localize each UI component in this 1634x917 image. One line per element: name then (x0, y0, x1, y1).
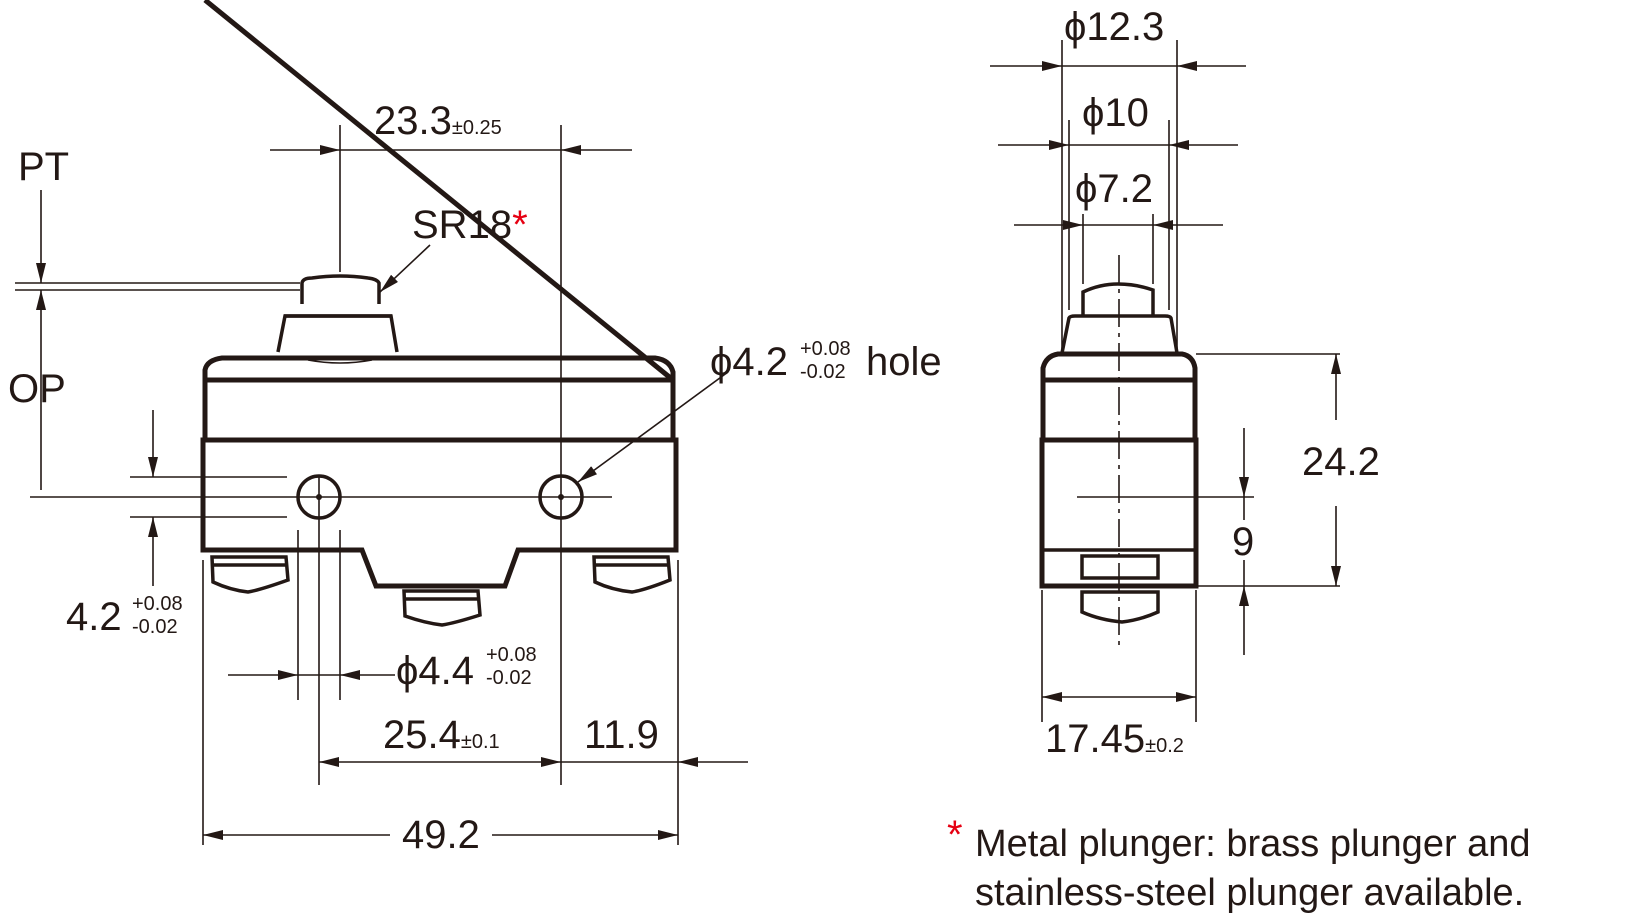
footnote: * Metal plunger: brass plunger and stain… (947, 813, 1531, 914)
front-view: PT OP 23.3±0.25 SR18* ϕ4.2 +0.08 -0.02 h… (8, 0, 942, 857)
terminal-middle (402, 589, 482, 627)
dim-mount-hole: ϕ4.2 (710, 340, 788, 384)
dim-hole-dia: ϕ4.4 (396, 649, 474, 693)
label-pt: PT (18, 145, 69, 189)
tol-minus: -0.02 (132, 616, 178, 638)
dim-right-offset: 11.9 (584, 713, 659, 757)
terminal-left (210, 555, 290, 594)
tol-plus: +0.08 (132, 593, 183, 615)
dim-top-span: 23.3±0.25 (374, 99, 502, 143)
label-sr18: SR18* (412, 203, 528, 247)
tol-plus: +0.08 (486, 644, 537, 666)
switch-body-lower (200, 437, 679, 589)
dim-dia-outer: ϕ12.3 (1064, 5, 1164, 49)
dim-width: 17.45±0.2 (1045, 717, 1184, 761)
tol-plus: +0.08 (800, 338, 851, 360)
switch-body-upper (202, 377, 676, 443)
tol-minus: -0.02 (800, 361, 846, 383)
dim-overall-length: 49.2 (402, 813, 480, 857)
terminal-right (592, 555, 672, 594)
tol-minus: -0.02 (486, 667, 532, 689)
plunger-tip (300, 274, 381, 304)
dim-dia-plunger: ϕ7.2 (1075, 167, 1153, 211)
plunger-collar (276, 314, 399, 353)
label-op: OP (8, 367, 66, 411)
switch-body-top (202, 355, 676, 380)
footnote-line2: stainless-steel plunger available. (975, 872, 1524, 914)
dim-hole-height: 4.2 (66, 595, 122, 639)
footnote-mark: * (947, 813, 963, 857)
hole-label: hole (866, 340, 942, 384)
dim-body-height: 24.2 (1302, 440, 1380, 484)
footnote-line1: Metal plunger: brass plunger and (975, 823, 1531, 865)
side-view: ϕ12.3 ϕ10 ϕ7.2 24.2 9 17.45±0.2 (990, 5, 1380, 761)
dim-hole-center: 9 (1232, 520, 1254, 564)
dim-hole-pitch: 25.4±0.1 (383, 713, 500, 757)
dim-dia-mid: ϕ10 (1082, 91, 1149, 135)
